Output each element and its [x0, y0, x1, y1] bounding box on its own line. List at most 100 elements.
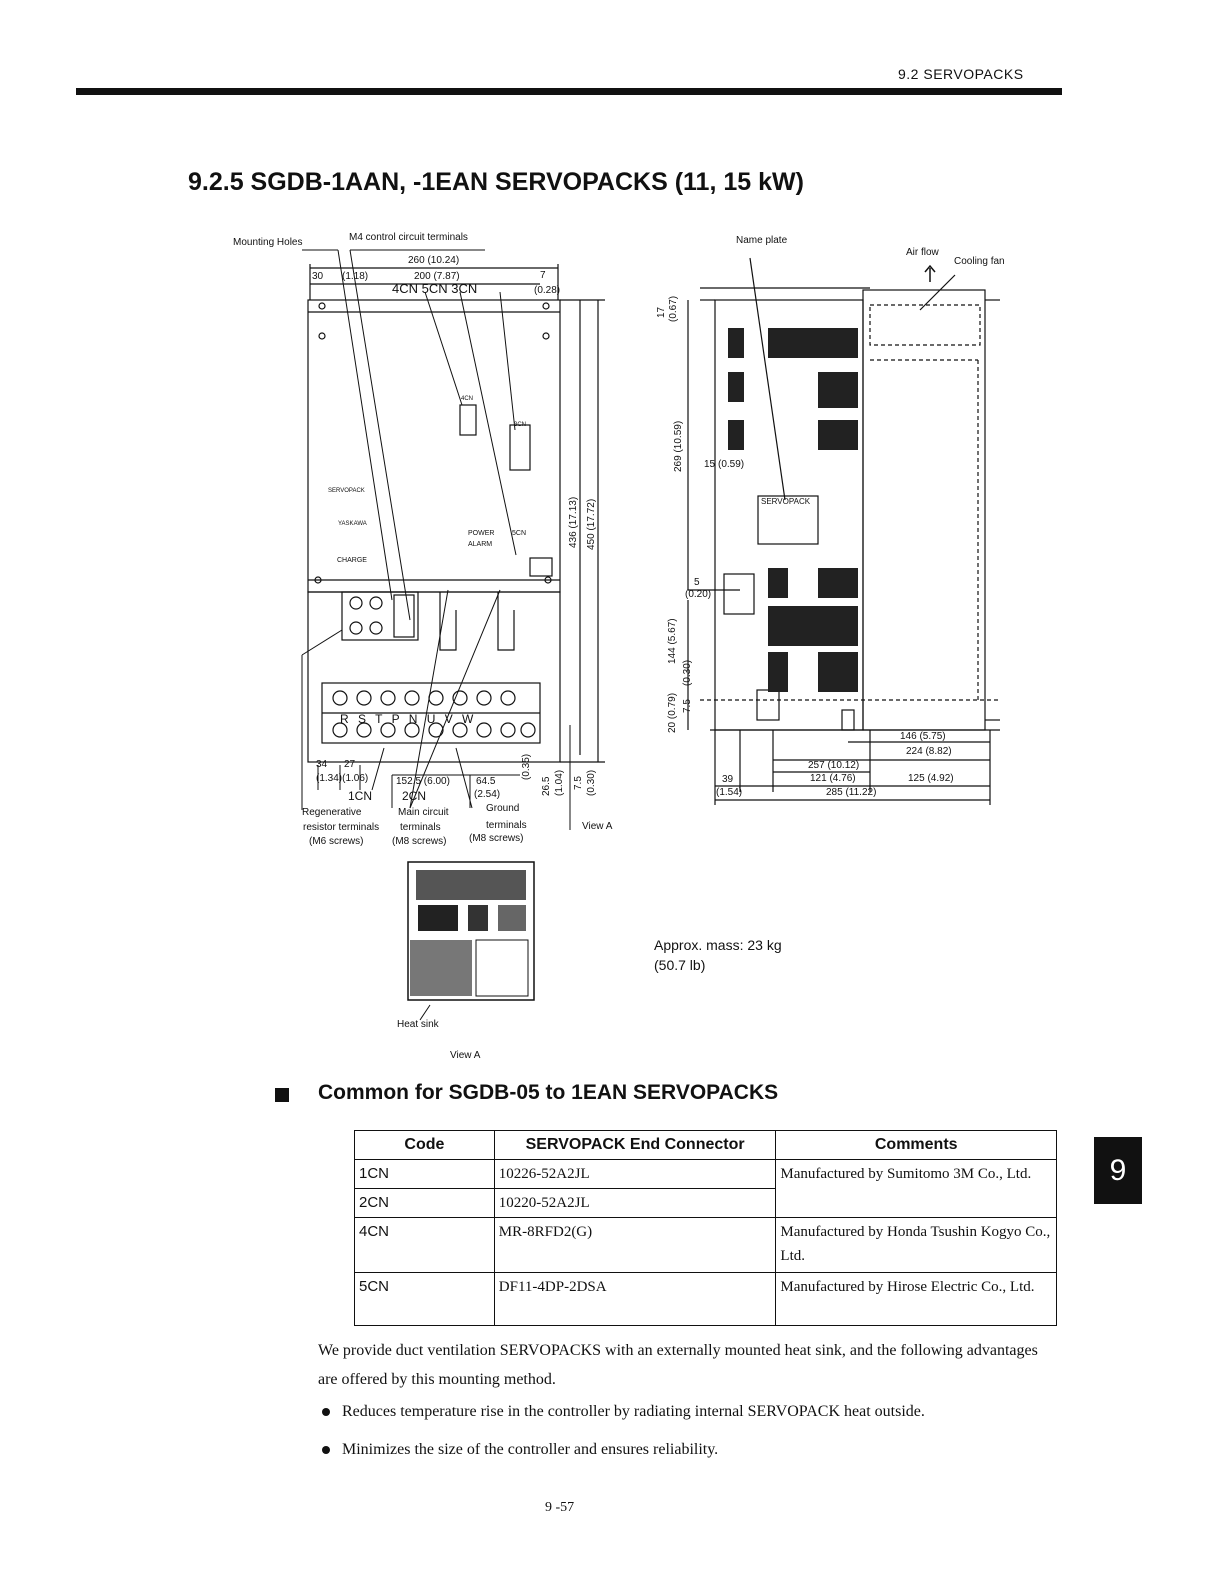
subsection-heading: Common for SGDB-05 to 1EAN SERVOPACKS: [318, 1081, 779, 1104]
front-upper-body: [307, 299, 561, 593]
cell-connector: DF11-4DP-2DSA: [493, 1272, 777, 1326]
section-bullet-square: [275, 1088, 289, 1102]
cell-code: 5CN: [354, 1272, 495, 1326]
label-yaskawa: YASKAWA: [338, 521, 367, 527]
bullet-item: Reduces temperature rise in the controll…: [322, 1403, 925, 1421]
label-connectors-top: 4CN 5CN 3CN: [392, 281, 478, 296]
label-main-circuit: Main circuit: [398, 807, 449, 818]
dim-067: (0.67): [668, 295, 679, 322]
dim-254: (2.54): [474, 789, 501, 800]
label-name-plate: Name plate: [736, 235, 788, 246]
dim-75-side: 7.5: [682, 699, 693, 713]
air-flow-arrow-icon: [924, 264, 936, 282]
dim-030-front: (0.30): [586, 769, 597, 796]
cell-comment: Manufactured by Honda Tsushin Kogyo Co.,…: [775, 1217, 1057, 1273]
heat-sink-fins: [728, 328, 858, 692]
bullet-item: Minimizes the size of the controller and…: [322, 1441, 718, 1459]
cell-connector: 10226-52A2JL: [493, 1159, 777, 1189]
dim-7: 7: [540, 270, 546, 281]
dim-285: 285 (11.22): [826, 787, 877, 798]
dim-257: 257 (10.12): [808, 760, 860, 771]
view-a-drawing: [407, 861, 535, 1021]
page-number: 9 -57: [545, 1500, 575, 1515]
header-code: Code: [354, 1130, 495, 1160]
dim-39: 39: [722, 774, 734, 785]
cell-comment: Manufactured by Sumitomo 3M Co., Ltd.: [775, 1159, 1057, 1218]
bullet-dot-icon: [322, 1408, 330, 1417]
label-2cn: 2CN: [402, 789, 427, 803]
label-cooling-fan: Cooling fan: [954, 256, 1005, 267]
dim-436: 436 (17.13): [568, 496, 579, 548]
label-alarm: ALARM: [468, 541, 493, 548]
dim-15: 15: [704, 459, 716, 470]
cell-code: 2CN: [354, 1188, 495, 1218]
dim-260: 260 (10.24): [408, 255, 460, 266]
header-connector: SERVOPACK End Connector: [493, 1130, 777, 1160]
label-view-a-caption: View A: [450, 1050, 481, 1061]
dim-269: 269 (10.59): [673, 420, 684, 472]
dim-30: 30: [312, 271, 324, 282]
dim-450: 450 (17.72): [586, 498, 597, 550]
dim-020: (0.20): [685, 589, 712, 600]
label-view-a-arrow: View A: [582, 821, 613, 832]
chapter-tab: 9: [1094, 1137, 1142, 1204]
label-3cn: 3CN: [514, 422, 527, 428]
cell-connector: 10220-52A2JL: [493, 1188, 777, 1218]
dim-75-front: 7.5: [573, 776, 584, 790]
label-power: POWER: [468, 530, 495, 537]
mass-lb: (50.7 lb): [654, 957, 706, 973]
table-row: 1CN 10226-52A2JL Manufactured by Sumitom…: [354, 1159, 1057, 1218]
dim-224: 224 (8.82): [906, 746, 952, 757]
dim-200: 200 (7.87): [414, 271, 460, 282]
main-terminal-screws: [332, 690, 536, 738]
cell-comment: Manufactured by Hirose Electric Co., Ltd…: [775, 1272, 1057, 1326]
dim-030-side: (0.30): [682, 659, 693, 686]
dim-059: (0.59): [718, 459, 745, 470]
label-ground-terminals: terminals: [486, 820, 527, 831]
dim-146: 146 (5.75): [900, 731, 946, 742]
dim-20: 20 (0.79): [667, 692, 678, 733]
dim-125: 125 (4.92): [908, 773, 954, 784]
label-resistor-terminals: resistor terminals: [303, 822, 380, 833]
dim-17: 17: [656, 306, 667, 318]
table-row: 4CN MR-8RFD2(G) Manufactured by Honda Ts…: [354, 1217, 1057, 1273]
dim-265: 26.5: [541, 776, 552, 796]
mass-kg: Approx. mass: 23 kg: [654, 937, 782, 953]
label-1cn: 1CN: [348, 789, 373, 803]
header-rule: [76, 88, 1062, 95]
table-header-row: Code SERVOPACK End Connector Comments: [354, 1130, 1057, 1160]
label-main-terminals: terminals: [400, 822, 441, 833]
cell-connector: MR-8RFD2(G): [493, 1217, 777, 1273]
cell-code: 4CN: [354, 1217, 495, 1273]
label-control-terminals: M4 control circuit terminals: [349, 232, 468, 243]
running-header: 9.2 SERVOPACKS: [898, 66, 1024, 82]
label-servopack-plate: SERVOPACK: [761, 497, 811, 506]
dim-5: 5: [694, 577, 700, 588]
side-view: [687, 257, 1000, 805]
dim-028: (0.28): [534, 285, 561, 296]
label-servopack-front: SERVOPACK: [328, 488, 365, 494]
dim-144: 144 (5.67): [667, 618, 678, 664]
dim-121: 121 (4.76): [810, 773, 856, 784]
dim-118: (1.18): [342, 271, 369, 282]
dim-104: (1.04): [554, 769, 565, 796]
approx-mass: Approx. mass: 23 kg (50.7 lb): [654, 935, 782, 975]
section-heading: 9.2.5 SGDB-1AAN, -1EAN SERVOPACKS (11, 1…: [188, 168, 804, 196]
dim-134: (1.34)(1.06): [316, 773, 369, 784]
label-m6-screws: (M6 screws): [309, 836, 364, 847]
label-regenerative: Regenerative: [302, 807, 362, 818]
label-air-flow: Air flow: [906, 247, 939, 258]
label-ground: Ground: [486, 803, 520, 814]
dim-154: (1.54): [716, 787, 743, 798]
dim-645: 64.5: [476, 776, 496, 787]
bullet-text: Minimizes the size of the controller and…: [342, 1441, 719, 1458]
bullet-text: Reduces temperature rise in the controll…: [342, 1403, 925, 1420]
label-5cn: 5CN: [512, 530, 527, 537]
label-mounting-holes: Mounting Holes: [233, 237, 303, 248]
dim-34: 34: [316, 759, 328, 770]
label-heat-sink: Heat sink: [397, 1019, 439, 1030]
header-comments: Comments: [775, 1130, 1057, 1160]
label-4cn: 4CN: [461, 396, 474, 402]
dim-27: 27: [344, 759, 356, 770]
